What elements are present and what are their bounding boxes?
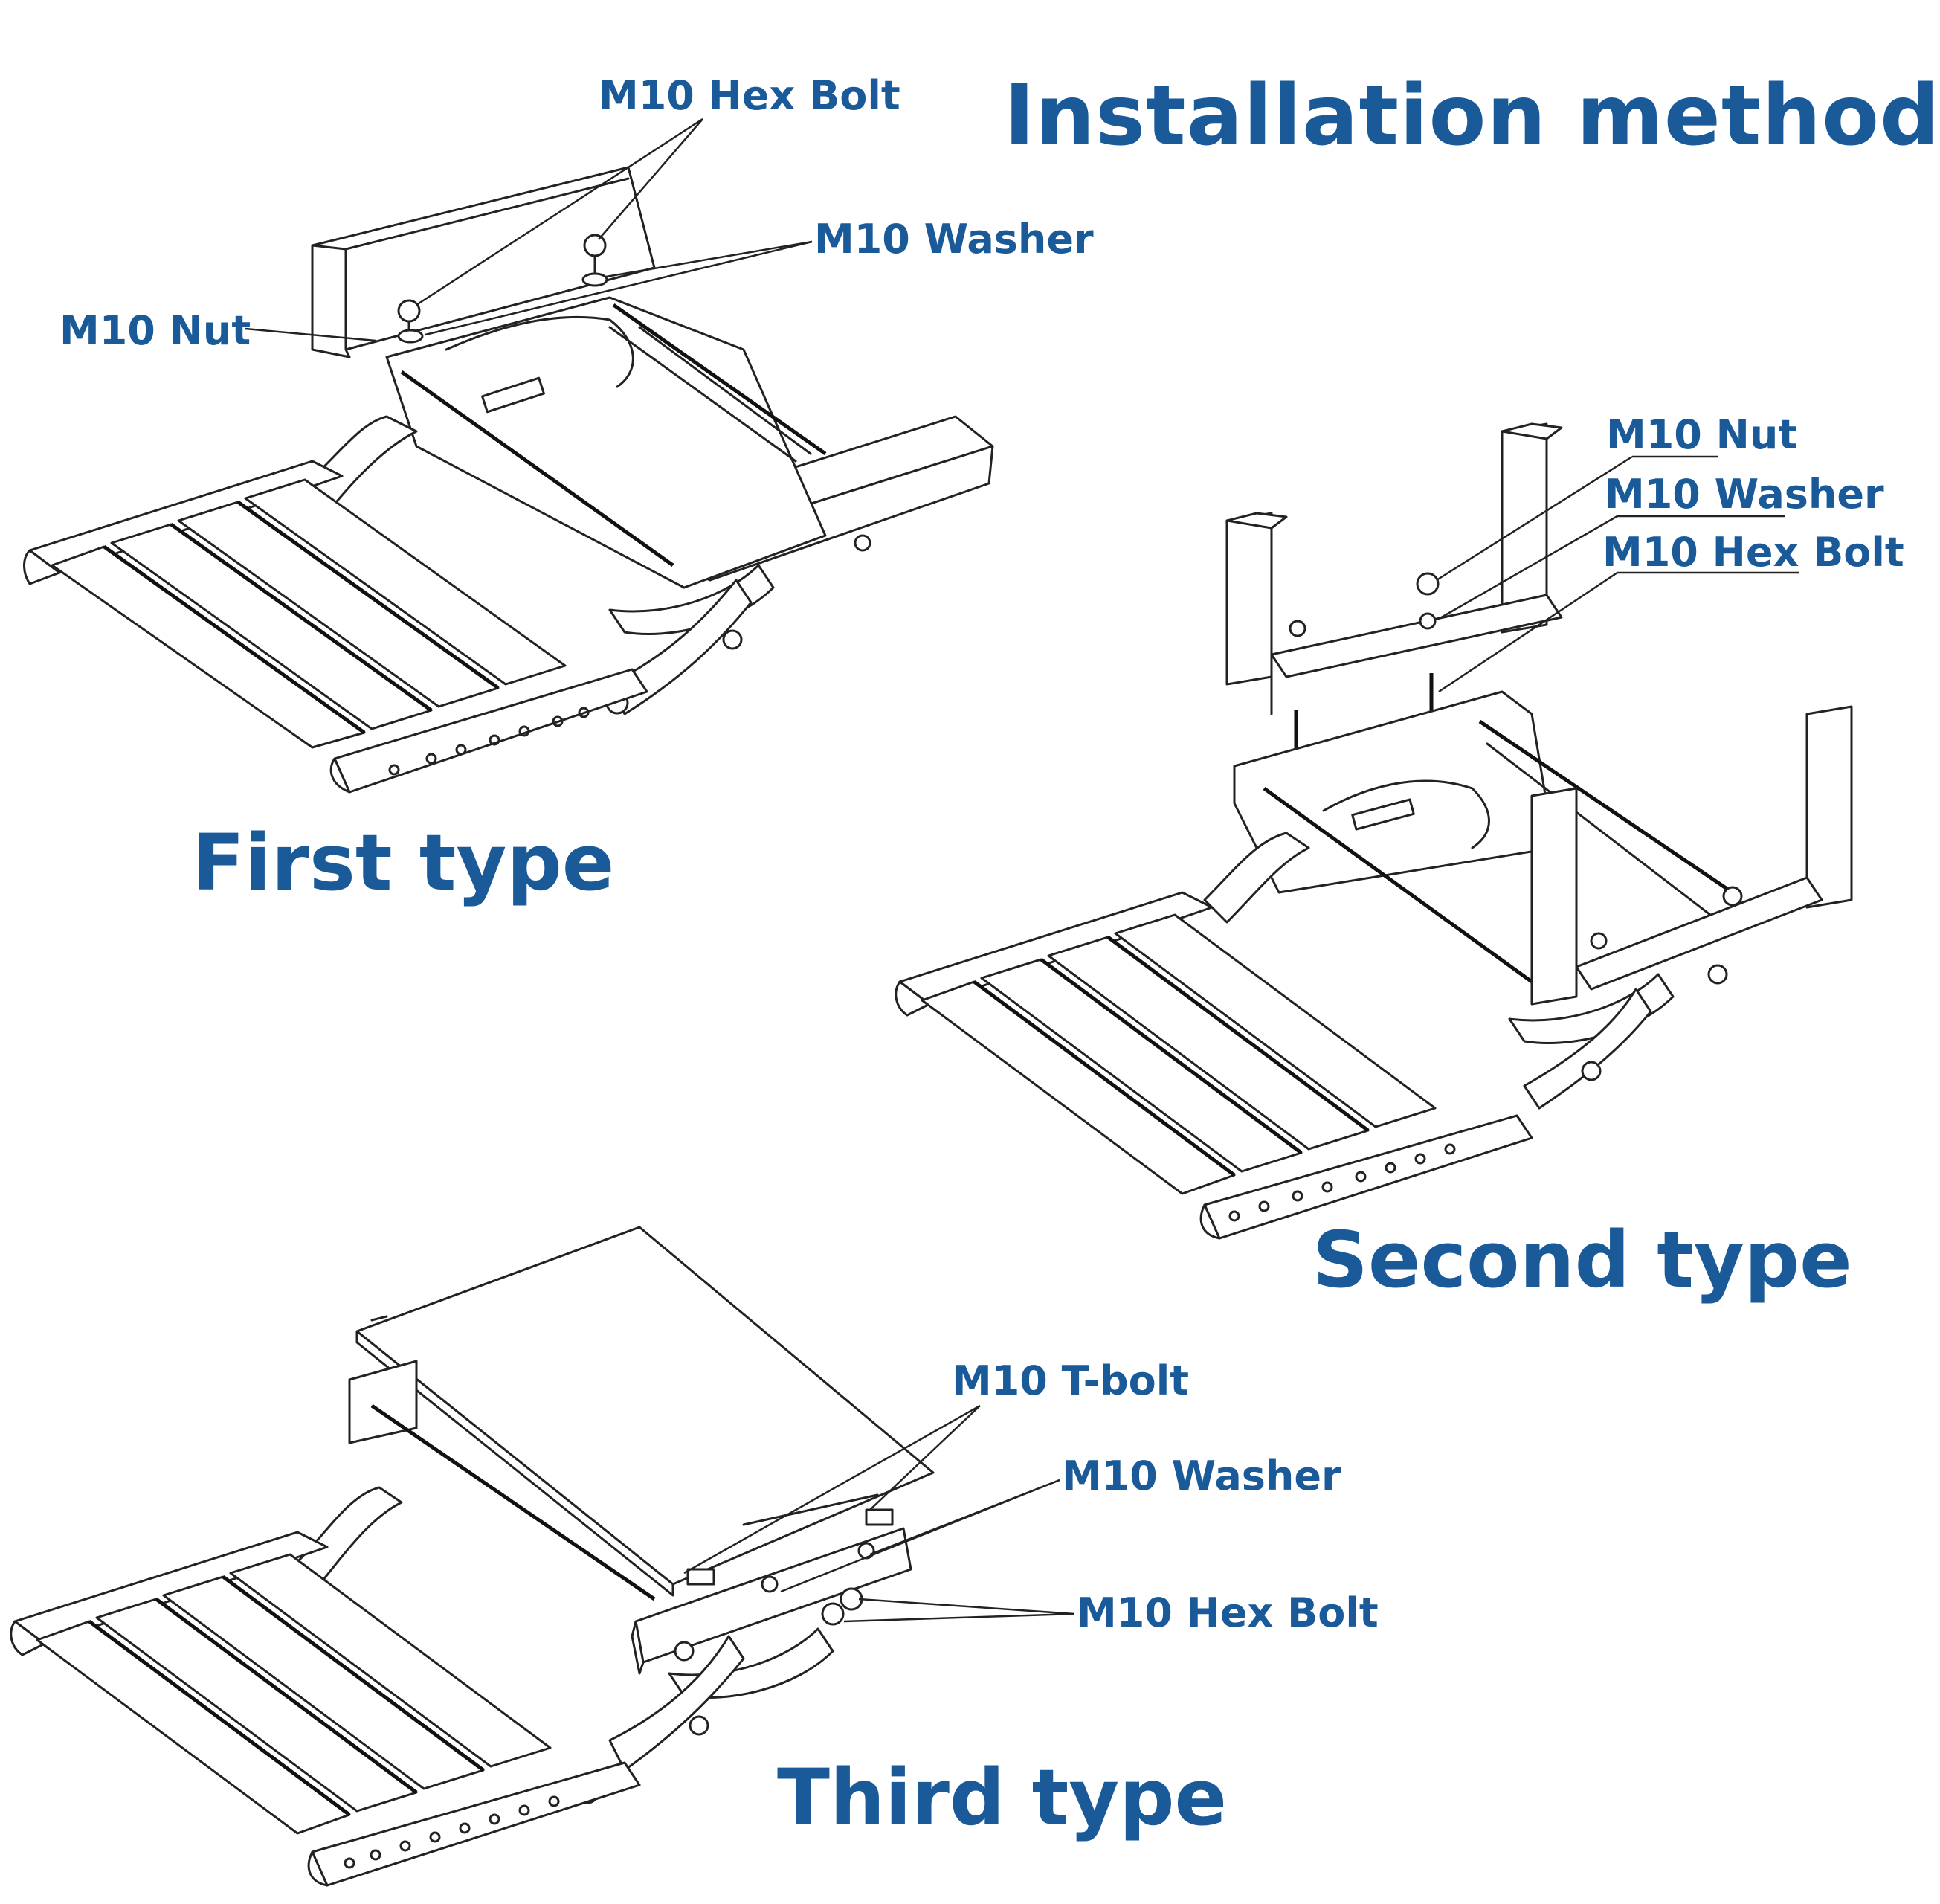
second-type-step bbox=[895, 422, 1853, 1240]
third-hex-bolt-label: M10 Hex Bolt bbox=[1077, 1589, 1379, 1636]
second-nut-label: M10 Nut bbox=[1606, 411, 1798, 458]
third-type-leaders bbox=[683, 1404, 1075, 1623]
third-type-label: Third type bbox=[777, 1752, 1228, 1843]
third-t-bolt-label: M10 T-bolt bbox=[952, 1357, 1190, 1404]
second-type-leaders bbox=[1436, 455, 1799, 693]
third-type-step bbox=[10, 1226, 935, 1887]
first-nut-label: M10 Nut bbox=[59, 307, 251, 354]
page-title: Installation method bbox=[1004, 68, 1940, 164]
first-type-leaders bbox=[245, 118, 813, 342]
third-washer-label: M10 Washer bbox=[1062, 1453, 1341, 1499]
second-washer-label: M10 Washer bbox=[1605, 471, 1884, 518]
first-washer-label: M10 Washer bbox=[814, 216, 1094, 263]
first-type-label: First type bbox=[192, 817, 615, 908]
first-type-step bbox=[23, 166, 994, 794]
first-hex-bolt-label: M10 Hex Bolt bbox=[599, 72, 900, 119]
second-hex-bolt-label: M10 Hex Bolt bbox=[1602, 529, 1904, 576]
second-type-label: Second type bbox=[1312, 1215, 1852, 1305]
